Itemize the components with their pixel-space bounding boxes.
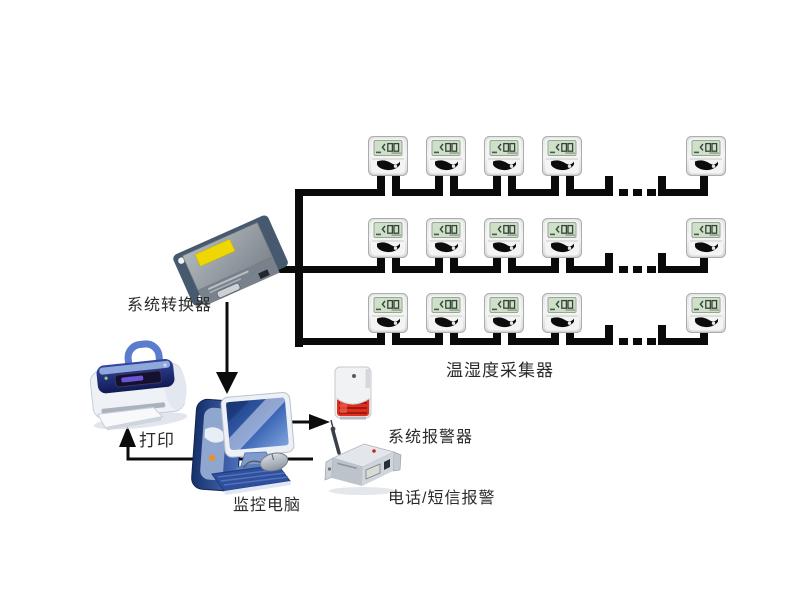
converter-device: [173, 215, 288, 307]
sensor-device: [484, 218, 524, 258]
computer-device: [191, 391, 295, 495]
antenna: [330, 419, 341, 455]
sensor-device: [484, 136, 524, 176]
sensor-device: [368, 136, 408, 176]
sensor-device: [484, 293, 524, 333]
arrows: [119, 302, 330, 461]
computer-label: 监控电脑: [233, 497, 302, 514]
converter-feed-line: [272, 266, 385, 273]
sensor-device: [686, 293, 726, 333]
sensor-device: [542, 293, 582, 333]
keyboard: [211, 464, 291, 495]
converter-sticker: [195, 239, 235, 267]
sensor-device: [426, 218, 466, 258]
siren-label: 系统报警器: [388, 429, 474, 446]
gsm-modem-device: [324, 419, 402, 495]
printer-label: 打印: [139, 431, 175, 450]
sensor-device: [542, 136, 582, 176]
sensor-device: [686, 136, 726, 176]
converter-port: [258, 269, 270, 279]
sensor-device: [542, 218, 582, 258]
modem-power-port: [384, 459, 390, 470]
arrow-converter-to-computer: [216, 302, 238, 394]
wiring: [272, 176, 708, 347]
row3-feed-line: [295, 338, 385, 345]
row1-feed-line: [295, 189, 385, 196]
converter-label: 系统转换器: [127, 297, 213, 314]
power-button: [208, 454, 216, 462]
modem-db9-port: [365, 463, 381, 480]
sensor-device: [426, 293, 466, 333]
db9-port: [216, 282, 241, 299]
sensor-grid: [368, 136, 726, 333]
printer-device: [89, 340, 188, 431]
sensor-device: [368, 293, 408, 333]
mouse: [242, 452, 289, 472]
siren-device: [334, 366, 372, 420]
sensor-device: [686, 218, 726, 258]
sms-alarm-label: 电话/短信报警: [388, 490, 496, 507]
sensor-device: [426, 136, 466, 176]
computer-tower: [191, 398, 243, 492]
computer-monitor: [220, 391, 295, 458]
collectors-label: 温湿度采集器: [446, 361, 554, 380]
sensor-device: [368, 218, 408, 258]
